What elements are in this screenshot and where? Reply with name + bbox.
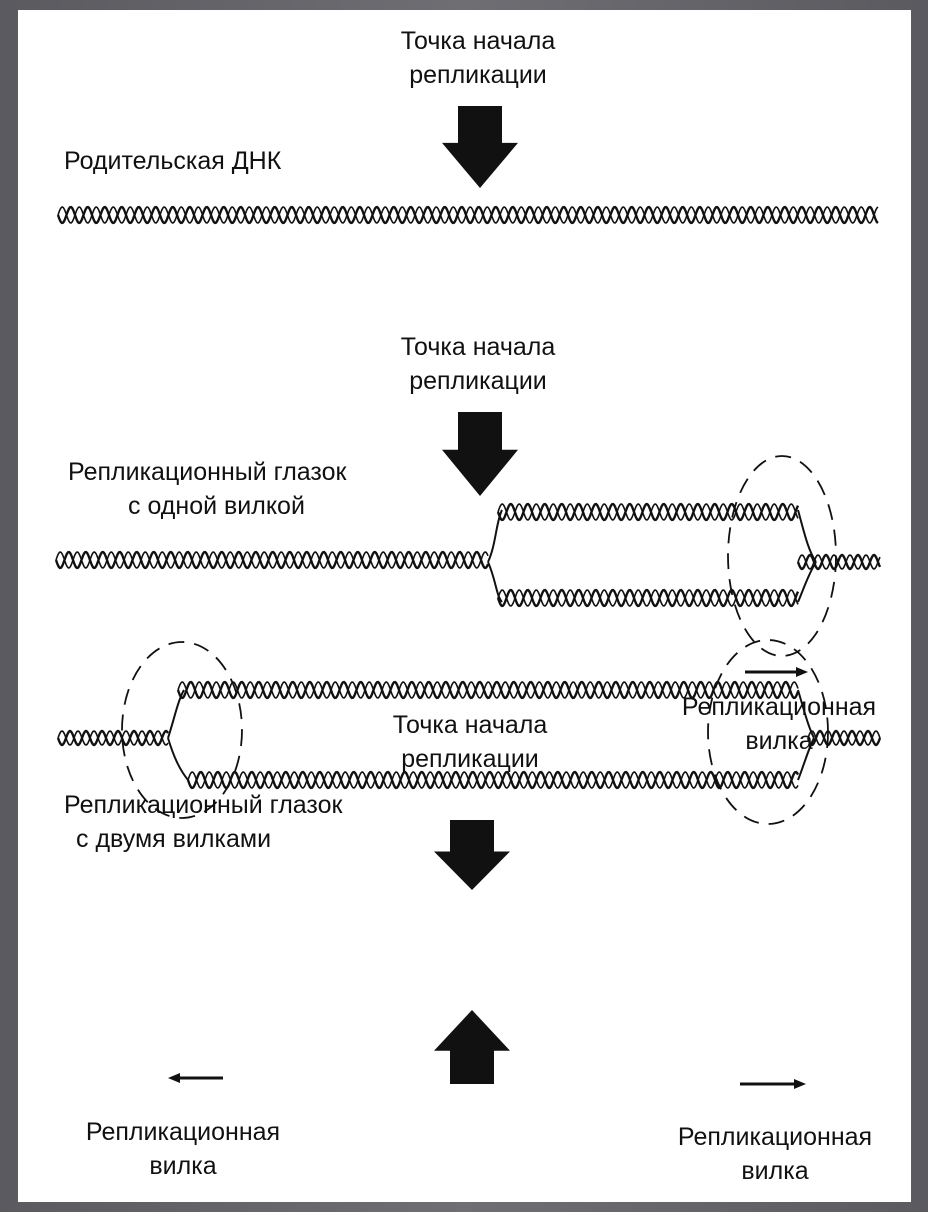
eye1-right-fork-down — [797, 561, 817, 603]
eye-one-fork-line-2: с одной вилкой — [128, 492, 305, 520]
fork-label-1-line-2: вилка — [745, 727, 813, 755]
eye-one-fork-label: Репликационный глазок с одной вилкой — [68, 455, 346, 523]
parent-dna-helix — [56, 205, 879, 225]
origin-label-3-line-2: репликации — [401, 745, 539, 773]
diagram-panel: Точка начала репликации Родительская ДНК… — [18, 10, 911, 1202]
fork-label-left-line-2: вилка — [149, 1152, 217, 1180]
eye1-left-fork-up — [487, 509, 503, 563]
eye1-upper-helix — [496, 502, 800, 522]
eye2-right-helix-strand-2 — [807, 730, 881, 746]
origin-label-1-line-2: репликации — [409, 61, 547, 89]
eye1-lower-helix-strand-1 — [496, 588, 800, 608]
origin-label-1: Точка начала репликации — [378, 24, 578, 92]
diagram-canvas — [54, 106, 882, 1089]
eye2-upper-helix-strand-2 — [177, 681, 799, 699]
parent-dna-helix-strand-2 — [57, 206, 879, 224]
parent-dna-helix-strand-1 — [56, 205, 879, 225]
eye1-lower-helix — [496, 588, 800, 608]
origin-arrow-1 — [442, 106, 518, 188]
eye1-left-helix — [54, 550, 490, 570]
origin-label-3-line-1: Точка начала — [392, 711, 548, 739]
eye2-left-helix — [56, 729, 170, 747]
fork-label-left-line-1: Репликационная — [85, 1118, 281, 1146]
eye2-upper-helix-strand-1 — [176, 680, 800, 700]
fork-label-right: Репликационная вилка — [640, 1120, 910, 1188]
origin-label-1-line-1: Точка начала — [400, 27, 556, 55]
origin-arrow-2 — [442, 412, 518, 496]
eye2-right-helix-strand-1 — [806, 729, 882, 747]
eye1-upper-helix-strand-2 — [497, 503, 799, 521]
eye2-right-fork-circle — [707, 639, 829, 825]
eye1-left-helix-strand-1 — [54, 550, 490, 570]
fork-label-1: Репликационная вилка — [644, 690, 914, 758]
eye2-left-fork-circle — [121, 641, 243, 819]
eye2-right-fork-down — [797, 737, 815, 781]
eye2-left-fork-down — [167, 737, 189, 781]
eye1-right-fork-up — [797, 509, 817, 563]
parent-dna-label: Родительская ДНК — [64, 147, 282, 175]
eye2-right-helix — [806, 729, 882, 747]
origin-label-2-line-2: репликации — [409, 367, 547, 395]
fork1-direction-arrow-head — [796, 667, 808, 677]
eye-two-forks-label: Репликационный глазок с двумя вилками — [64, 788, 342, 856]
eye2-upper-helix — [176, 680, 800, 700]
origin-label-3: Точка начала репликации — [370, 708, 570, 776]
fork-label-right-line-2: вилка — [741, 1157, 809, 1185]
origin-arrow-3 — [434, 820, 510, 890]
fork-label-left: Репликационная вилка — [58, 1115, 308, 1183]
eye1-left-helix-strand-2 — [55, 551, 489, 569]
eye1-lower-helix-strand-2 — [497, 589, 799, 607]
eye-one-fork-line-1: Репликационный глазок — [68, 458, 347, 486]
origin-arrow-4 — [434, 1010, 510, 1084]
eye2-left-helix-strand-2 — [57, 730, 169, 746]
eye1-right-helix — [796, 553, 882, 571]
eye2-lower-helix-strand-2 — [187, 771, 799, 789]
eye1-fork-circle — [727, 455, 837, 657]
fork-left-direction-arrow-head — [168, 1073, 180, 1083]
eye1-upper-helix-strand-1 — [496, 502, 800, 522]
eye2-lower-helix — [186, 770, 800, 790]
eye-two-forks-line-1: Репликационный глазок — [64, 791, 343, 819]
eye2-left-helix-strand-1 — [56, 729, 170, 747]
eye2-left-fork-up — [167, 689, 185, 739]
eye1-right-helix-strand-2 — [797, 554, 881, 570]
fork-label-right-line-1: Репликационная — [677, 1123, 873, 1151]
fork-label-1-line-1: Репликационная — [681, 693, 877, 721]
eye1-right-helix-strand-1 — [796, 553, 882, 571]
fork-right-direction-arrow-head — [794, 1079, 806, 1089]
origin-label-2-line-1: Точка начала — [400, 333, 556, 361]
eye1-left-fork-down — [487, 561, 503, 603]
origin-label-2: Точка начала репликации — [378, 330, 578, 398]
eye2-right-fork-up — [797, 689, 815, 739]
eye-two-forks-line-2: с двумя вилками — [76, 825, 272, 853]
